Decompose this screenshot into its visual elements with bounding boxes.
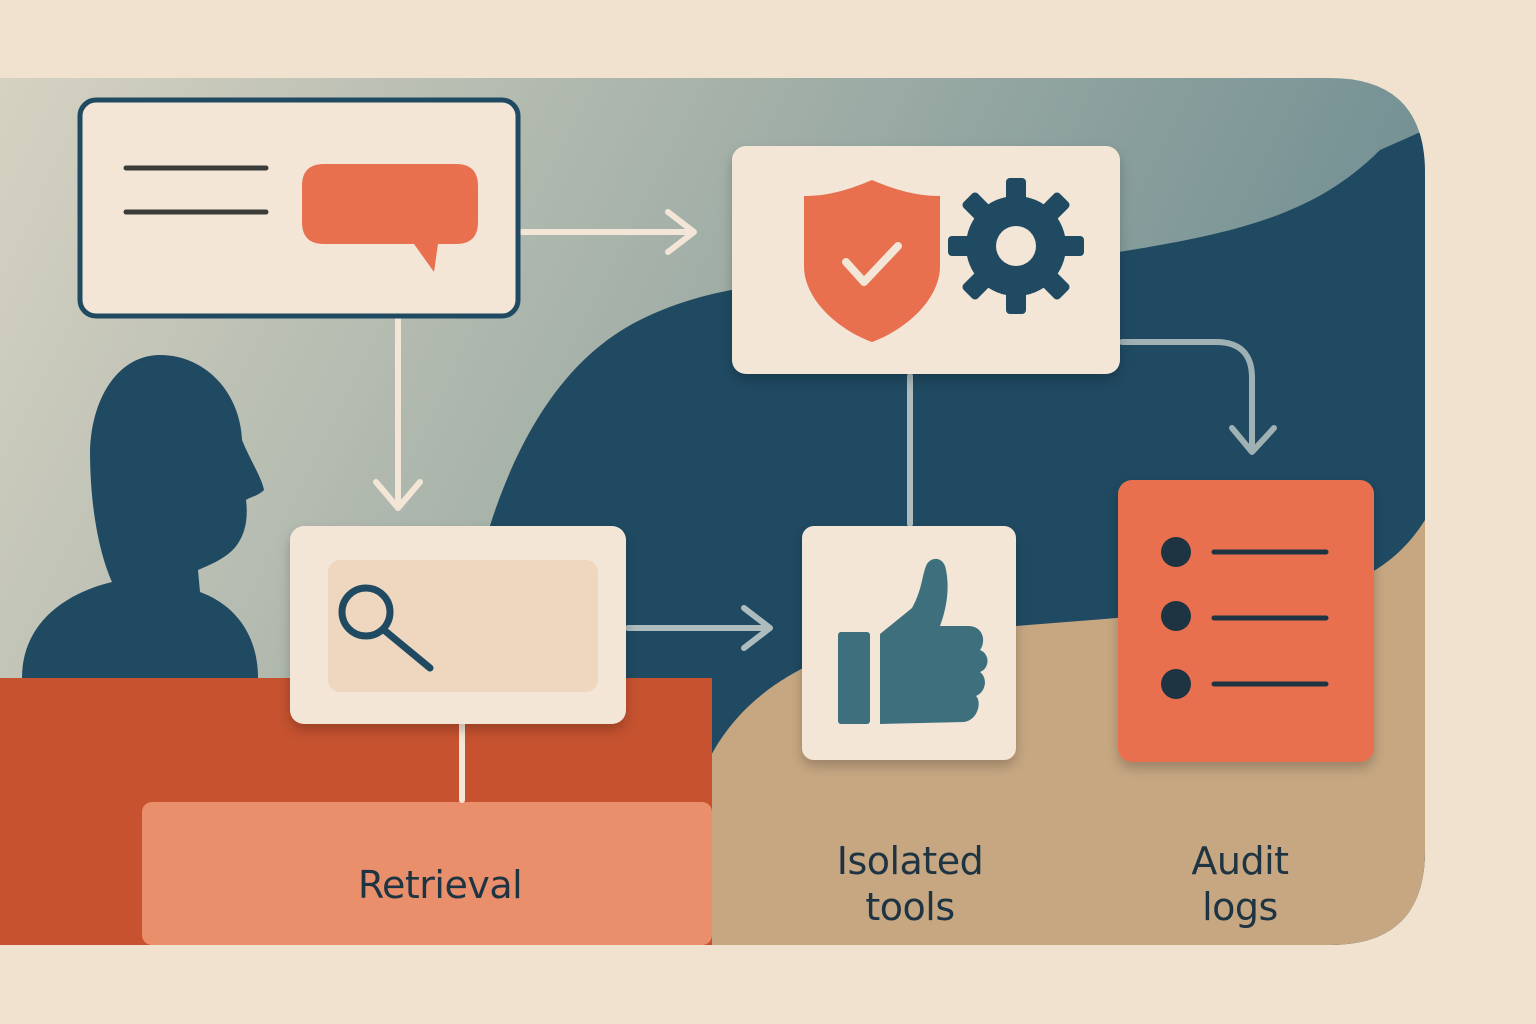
audit-card: [1118, 480, 1374, 762]
arrow-policy-to-audit: [1119, 339, 1255, 453]
label-retrieval-text: Retrieval: [357, 863, 523, 907]
connectors: [373, 209, 1277, 803]
list-icon: [1161, 537, 1329, 699]
label-audit-line1: Audit: [1191, 839, 1289, 883]
peach-block: [142, 802, 712, 945]
arrow-policy-to-audit-head: [1229, 425, 1277, 455]
thumbs-up-icon: [838, 558, 988, 724]
label-isolated-line2: tools: [865, 885, 955, 929]
chat-bubble-icon: [302, 164, 478, 272]
gear-icon: [948, 178, 1084, 314]
label-audit-line2: logs: [1202, 885, 1278, 929]
list-bullet: [1161, 669, 1191, 699]
label-audit-logs: Audit logs: [1130, 838, 1350, 930]
arrow-retrieval-to-tools-head: [741, 605, 773, 651]
list-bullet: [1161, 601, 1191, 631]
search-field: [328, 560, 598, 692]
message-card: [77, 97, 521, 319]
arrow-message-to-policy-head: [665, 209, 697, 255]
arrow-message-to-retrieval-head: [373, 479, 423, 511]
search-icon: [338, 584, 434, 672]
shield-check-icon: [804, 180, 940, 342]
label-isolated-tools: Isolated tools: [780, 838, 1040, 930]
label-retrieval: Retrieval: [300, 862, 580, 908]
person-silhouette-icon: [22, 355, 264, 678]
label-isolated-line1: Isolated: [836, 839, 984, 883]
list-bullet: [1161, 537, 1191, 567]
